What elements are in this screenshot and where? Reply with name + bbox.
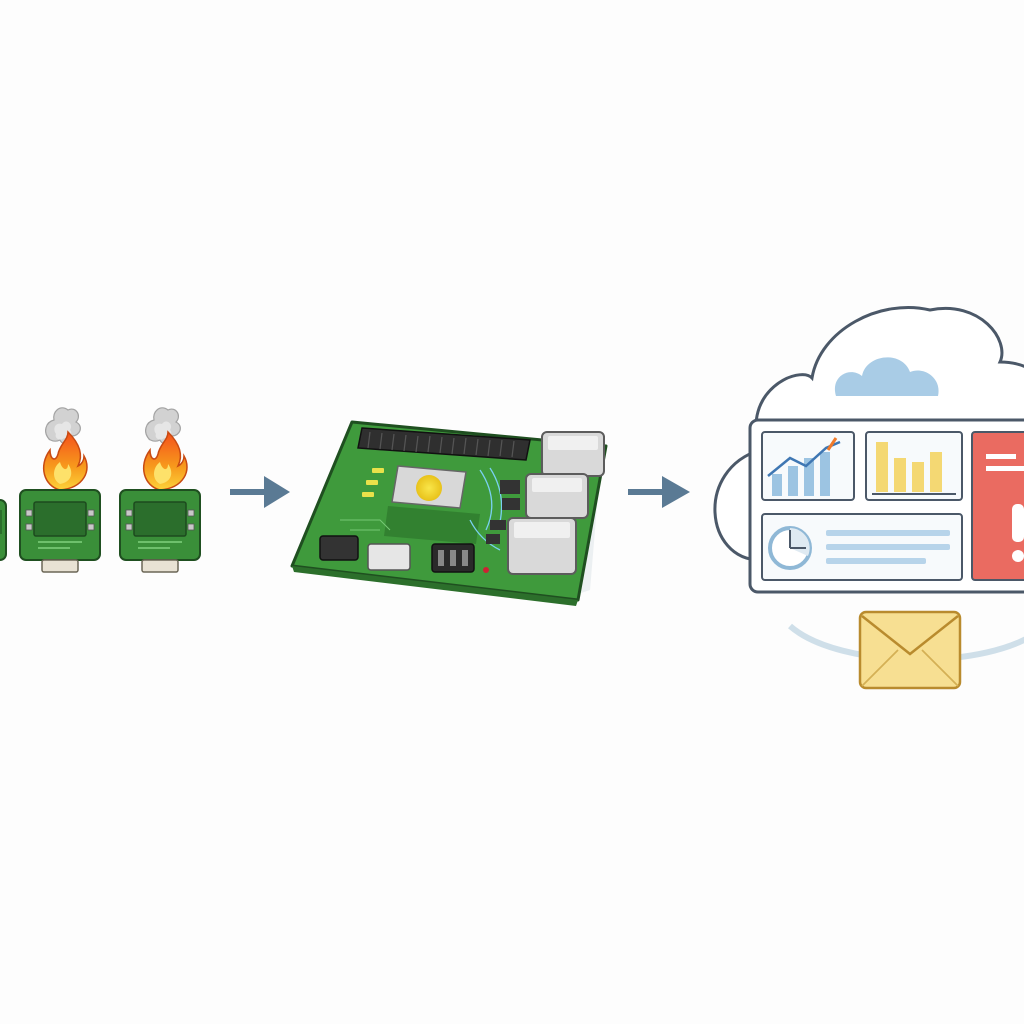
sensor-node-partial	[0, 499, 7, 561]
arrow-right-icon	[628, 476, 690, 508]
text-lines	[826, 530, 950, 564]
microcontroller-board-icon	[290, 420, 608, 606]
flame-icon	[42, 407, 88, 491]
cloud-dashboard-icon	[713, 305, 1024, 690]
cloud-icon	[834, 357, 939, 396]
sensor-node-2	[119, 407, 201, 573]
bar-chart-icon	[865, 431, 963, 501]
sensor-node-1	[19, 407, 101, 573]
arrow-right-icon	[230, 476, 290, 508]
alert-icon	[971, 431, 1024, 581]
sensor-board-icon	[119, 489, 201, 573]
line-chart-icon	[761, 431, 855, 501]
envelope-icon	[858, 610, 962, 690]
flame-icon	[142, 407, 188, 491]
sensor-board-icon	[19, 489, 101, 573]
